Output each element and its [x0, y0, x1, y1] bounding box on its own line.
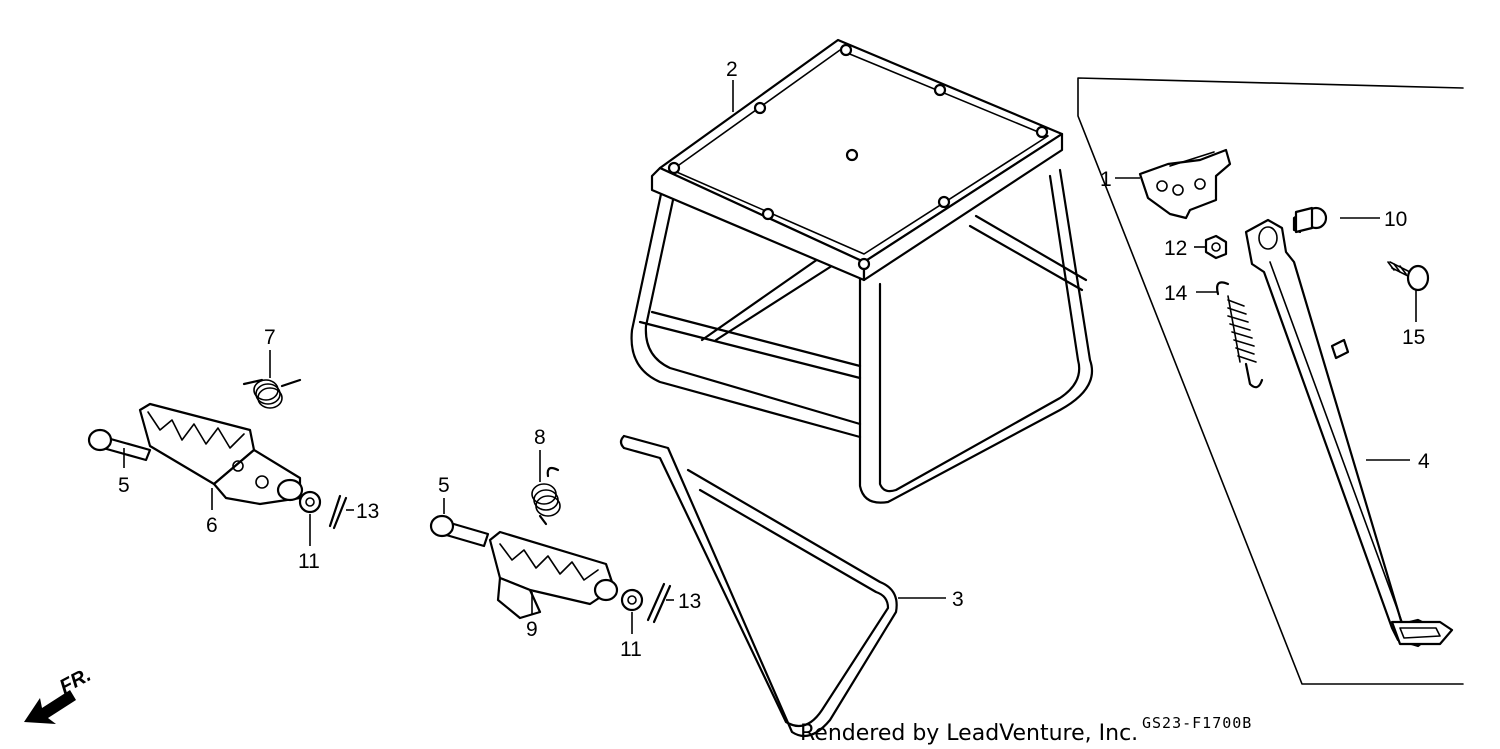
front-arrow-icon — [24, 690, 76, 724]
diagram-code: GS23-F1700B — [1142, 714, 1252, 732]
side-stand-spring — [1216, 281, 1264, 389]
pivot-bolt — [1292, 206, 1328, 234]
work-stand — [630, 38, 1094, 504]
callout-5-right: 5 — [438, 474, 450, 497]
callout-13-right: 13 — [678, 590, 701, 613]
callout-5-left: 5 — [118, 474, 130, 497]
nut — [1204, 234, 1228, 260]
callout-1: 1 — [1100, 168, 1112, 191]
front-label: FR. — [56, 664, 95, 699]
side-stand — [1244, 218, 1454, 648]
triangle-bracket — [619, 434, 898, 738]
callout-8: 8 — [534, 426, 546, 449]
callout-4: 4 — [1418, 450, 1430, 473]
front-direction-marker: FR. — [24, 664, 95, 724]
callout-15: 15 — [1402, 326, 1425, 349]
callout-7: 7 — [264, 326, 276, 349]
render-credit: Rendered by LeadVenture, Inc. — [800, 721, 1138, 746]
right-footpeg-group — [429, 466, 672, 624]
callout-2: 2 — [726, 58, 738, 81]
leader-lines — [123, 80, 1417, 634]
callout-14: 14 — [1164, 282, 1188, 305]
callout-13-left: 13 — [356, 500, 379, 523]
callout-9: 9 — [526, 618, 538, 641]
callout-6: 6 — [206, 514, 218, 537]
callout-12: 12 — [1164, 237, 1187, 260]
left-footpeg-group — [87, 378, 348, 530]
callout-10: 10 — [1384, 208, 1407, 231]
callout-11-left: 11 — [298, 550, 320, 573]
callout-11-right: 11 — [620, 638, 642, 661]
side-stand-bracket — [1138, 148, 1232, 220]
sub-assembly-boundary — [1077, 77, 1464, 685]
callout-3: 3 — [952, 588, 964, 611]
mounting-bolt — [1387, 261, 1430, 292]
